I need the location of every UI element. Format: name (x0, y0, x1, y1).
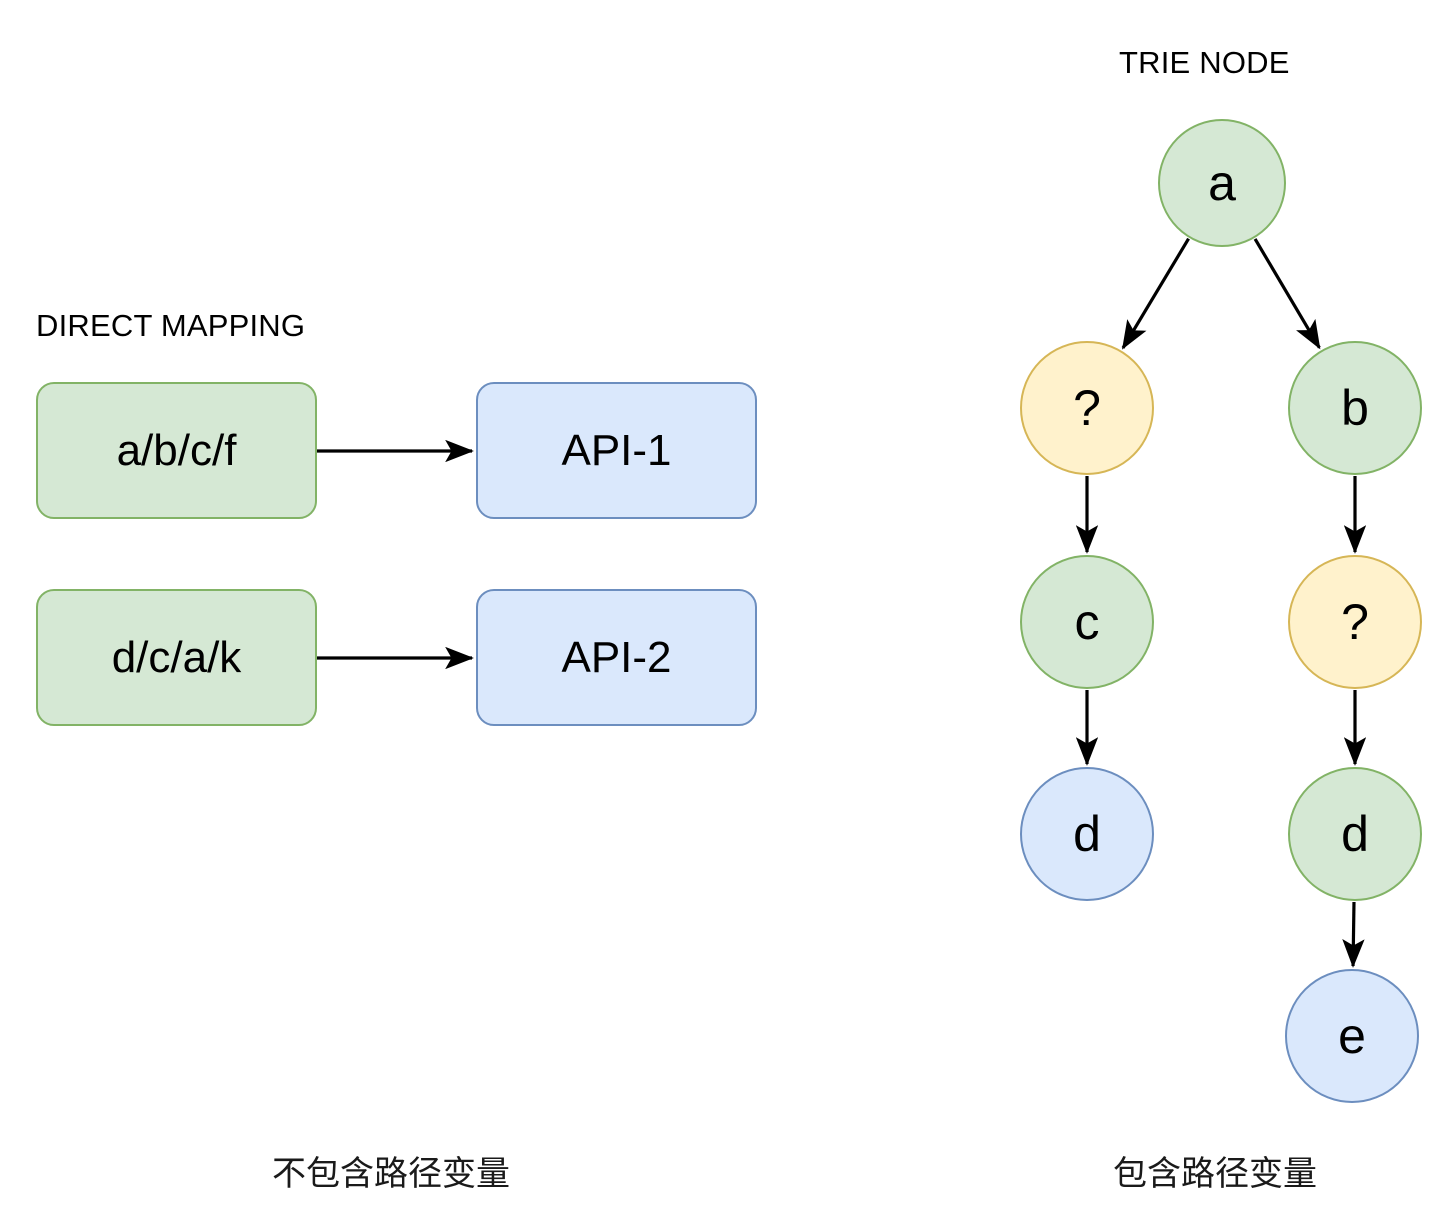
trie-node-l3-right[interactable]: d (1288, 767, 1422, 901)
api-target-box-1[interactable]: API-1 (476, 382, 757, 519)
trie-node-label-l3-left: d (1073, 806, 1101, 862)
trie-node-l4-right[interactable]: e (1285, 969, 1419, 1103)
api-target-box-2[interactable]: API-2 (476, 589, 757, 726)
trie-node-l2-left[interactable]: c (1020, 555, 1154, 689)
trie-node-label-l1-right: b (1341, 380, 1369, 436)
api-target-label-2: API-2 (561, 632, 672, 682)
trie-node-label-root: a (1208, 155, 1236, 211)
trie-node-l3-left[interactable]: d (1020, 767, 1154, 901)
trie-edge-root-to-l1-left (1121, 237, 1190, 350)
left-panel-caption: 不包含路径变量 (272, 1155, 510, 1193)
trie-node-root[interactable]: a (1158, 119, 1286, 247)
direct-mapping-heading: DIRECT MAPPING (36, 308, 306, 343)
trie-node-label-l3-right: d (1341, 806, 1369, 862)
trie-edge-root-to-l1-right (1253, 238, 1321, 350)
source-path-box-2[interactable]: d/c/a/k (36, 589, 317, 726)
api-target-label-1: API-1 (561, 425, 672, 475)
source-path-label-2: d/c/a/k (111, 632, 242, 682)
trie-node-label-l4-right: e (1338, 1008, 1366, 1064)
trie-node-label-l1-left: ? (1073, 380, 1101, 436)
trie-node-heading: TRIE NODE (1119, 45, 1290, 80)
source-path-box-1[interactable]: a/b/c/f (36, 382, 317, 519)
trie-node-l1-right[interactable]: b (1288, 341, 1422, 475)
source-path-label-1: a/b/c/f (116, 425, 237, 475)
trie-node-label-l2-right: ? (1341, 594, 1369, 650)
right-panel-caption: 包含路径变量 (1113, 1155, 1317, 1193)
trie-node-l1-left[interactable]: ? (1020, 341, 1154, 475)
trie-node-l2-right[interactable]: ? (1288, 555, 1422, 689)
trie-edge-l3-right-to-l4-right (1342, 901, 1365, 968)
trie-node-label-l2-left: c (1074, 594, 1100, 650)
